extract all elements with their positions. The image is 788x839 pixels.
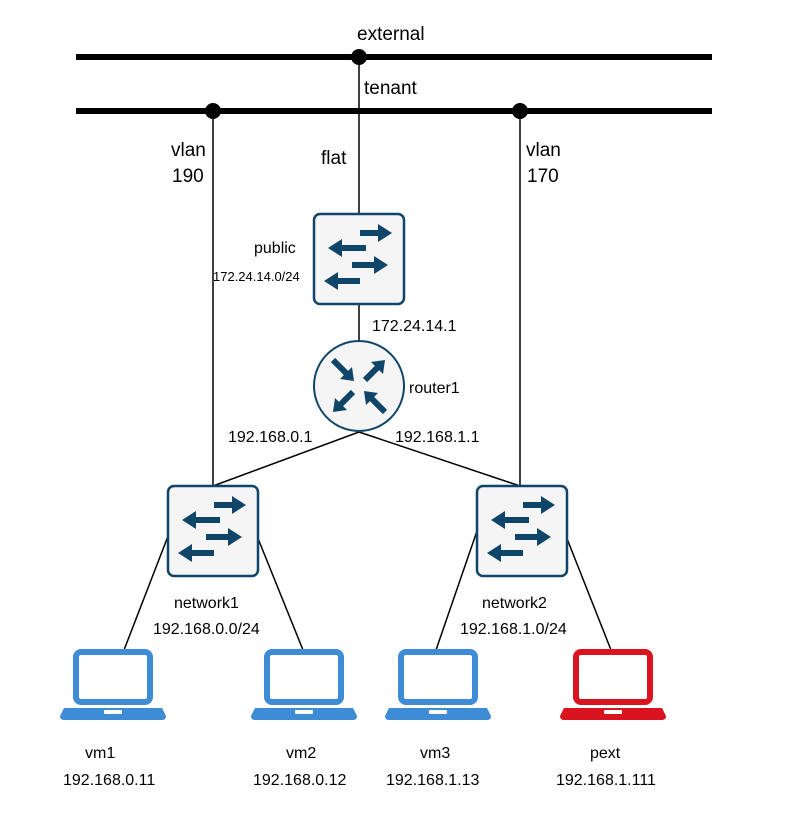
pext-name: pext: [590, 745, 621, 762]
vlan170-label-line2: 170: [527, 166, 559, 187]
vm2-ip: 192.168.0.12: [253, 772, 347, 789]
router-icon: [313, 340, 405, 432]
network2-pext-link: [563, 530, 612, 651]
vlan170-label-line1: vlan: [526, 140, 561, 161]
external-label: external: [357, 24, 425, 45]
tenant-junction-dot-vlan170: [512, 103, 528, 119]
external-junction-dot: [351, 49, 367, 65]
router-network2-link: [358, 431, 521, 487]
vm3-laptop[interactable]: [385, 652, 491, 720]
network1-name: network1: [174, 595, 239, 612]
switch-icon: [166, 484, 260, 578]
network1-vm2-link: [254, 530, 304, 651]
vm1-name: vm1: [85, 745, 115, 762]
network2-vm3-link: [435, 530, 478, 651]
switch-icon: [312, 212, 406, 306]
laptop-icon: [560, 652, 666, 720]
router-name: router1: [409, 380, 460, 397]
vm1-laptop[interactable]: [60, 652, 166, 720]
router1[interactable]: [313, 340, 405, 432]
vlan190-label-line1: vlan: [171, 140, 206, 161]
public-switch[interactable]: [312, 212, 406, 306]
router-network1-link: [212, 431, 360, 487]
public-switch-name: public: [254, 240, 296, 257]
network2-cidr: 192.168.1.0/24: [460, 621, 567, 638]
router-if-network2: 192.168.1.1: [395, 429, 480, 446]
flat-label: flat: [321, 148, 347, 169]
network2-name: network2: [482, 595, 547, 612]
laptop-icon: [385, 652, 491, 720]
network1-switch[interactable]: [166, 484, 260, 578]
vm2-name: vm2: [286, 745, 316, 762]
vm3-ip: 192.168.1.13: [386, 772, 480, 789]
pext-ip: 192.168.1.111: [556, 772, 656, 789]
tenant-label: tenant: [364, 78, 418, 99]
router-if-network1: 192.168.0.1: [228, 429, 313, 446]
network1-vm1-link: [123, 530, 171, 651]
pext-laptop[interactable]: [560, 652, 666, 720]
laptop-icon: [251, 652, 357, 720]
network2-switch[interactable]: [475, 484, 569, 578]
vlan190-label-line2: 190: [172, 166, 204, 187]
vm1-ip: 192.168.0.11: [63, 772, 155, 789]
tenant-junction-dot-vlan190: [205, 103, 221, 119]
vm3-name: vm3: [420, 745, 450, 762]
network1-cidr: 192.168.0.0/24: [153, 621, 260, 638]
switch-icon: [475, 484, 569, 578]
public-switch-cidr: 172.24.14.0/24: [213, 269, 300, 284]
router-public-ip: 172.24.14.1: [372, 318, 457, 335]
laptop-icon: [60, 652, 166, 720]
vm2-laptop[interactable]: [251, 652, 357, 720]
